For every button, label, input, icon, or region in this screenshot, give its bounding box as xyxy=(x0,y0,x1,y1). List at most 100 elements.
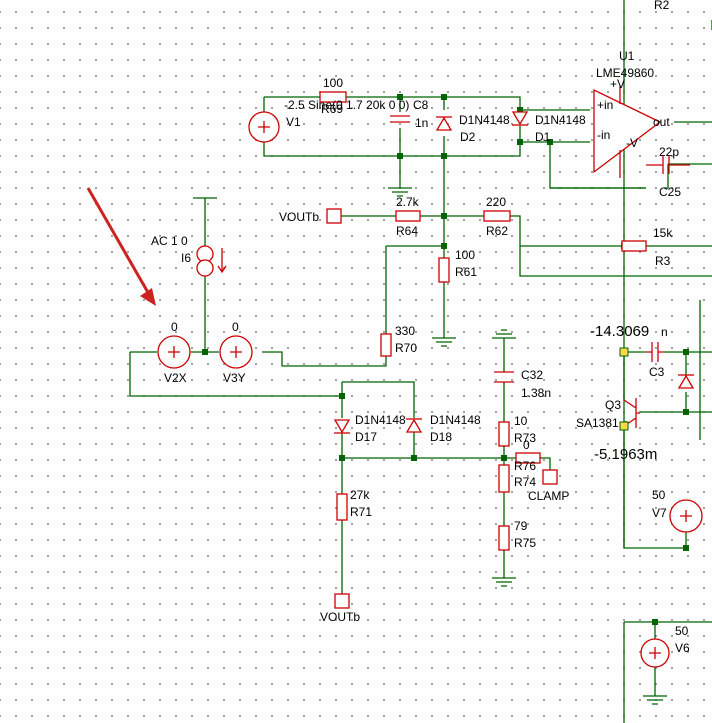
label-v7: V7 xyxy=(652,506,667,520)
label-sa1381: SA1381 xyxy=(576,416,619,430)
label-voutb-bottom: VOUTb xyxy=(320,610,360,624)
label-r75: R75 xyxy=(514,536,536,550)
label-u1: U1 xyxy=(619,49,635,63)
label-d17: D17 xyxy=(355,430,377,444)
resistor-r64[interactable] xyxy=(395,210,421,222)
label-v7-val: 50 xyxy=(652,488,666,502)
resistor-r61[interactable] xyxy=(438,257,450,283)
label-r76: R76 xyxy=(514,459,536,473)
label-r69-val: 100 xyxy=(323,76,343,90)
probe-marker[interactable] xyxy=(619,421,629,431)
label-r3: R3 xyxy=(655,254,671,268)
opamp-u1[interactable] xyxy=(593,86,662,178)
label-d18: D18 xyxy=(430,430,452,444)
label-d1-model: D1N4148 xyxy=(535,113,586,127)
resistor-r73[interactable] xyxy=(498,421,510,447)
label-v6-val: 50 xyxy=(675,624,689,638)
label-c3-partial: n xyxy=(661,325,668,339)
voltage-source-v3y[interactable] xyxy=(219,335,253,369)
ground-symbol xyxy=(432,337,456,347)
label-r61: R61 xyxy=(455,265,477,279)
label-plusv: +V xyxy=(610,77,625,91)
diode-d18[interactable] xyxy=(405,418,423,433)
voltage-source-v2x[interactable] xyxy=(157,335,191,369)
label-d17-model: D1N4148 xyxy=(355,413,406,427)
probe-readout-2: -5.1963m xyxy=(594,446,657,463)
voltage-source-v6[interactable] xyxy=(640,638,670,668)
label-q3: Q3 xyxy=(605,398,621,412)
label-c32-val: 1.38n xyxy=(521,386,551,400)
port-voutb-bottom[interactable] xyxy=(334,593,350,609)
label-ac: AC 1 0 xyxy=(151,234,188,248)
label-r3-val: 15k xyxy=(653,226,673,240)
label-d18-model: D1N4148 xyxy=(430,413,481,427)
label-r74: R74 xyxy=(514,475,536,489)
label-c25-val: 22p xyxy=(659,145,679,159)
probe-readout-1: -14.3069 xyxy=(590,323,649,340)
label-v6: V6 xyxy=(675,641,690,655)
label-r64-val: 2.7k xyxy=(396,195,420,209)
label-minusv: -V xyxy=(626,136,638,150)
label-r64: R64 xyxy=(396,224,418,238)
resistor-r76[interactable] xyxy=(515,452,541,464)
label-r71: R71 xyxy=(350,505,372,519)
label-r70-val: 330 xyxy=(395,324,415,338)
label-r62-val: 220 xyxy=(486,195,506,209)
resistor-r69[interactable] xyxy=(319,91,347,103)
voltage-source-v1[interactable] xyxy=(248,111,280,143)
label-d2: D2 xyxy=(460,130,476,144)
label-v3y: V3Y xyxy=(223,371,246,385)
ground-symbol xyxy=(643,695,667,705)
voltage-source-v7[interactable] xyxy=(669,499,703,533)
label-i6: I6 xyxy=(181,251,191,265)
resistor-r74[interactable] xyxy=(498,464,510,493)
capacitor-c25[interactable] xyxy=(646,156,690,174)
label-r70: R70 xyxy=(395,341,417,355)
ground-symbol xyxy=(492,577,516,587)
probe-marker[interactable] xyxy=(619,347,629,357)
label-r75-val: 79 xyxy=(514,519,528,533)
label-d2-model: D1N4148 xyxy=(459,113,510,127)
label-r73: R73 xyxy=(514,431,536,445)
label-c3: C3 xyxy=(649,365,665,379)
label-v3y-val: 0 xyxy=(232,320,239,334)
current-source-i6[interactable] xyxy=(193,197,227,277)
label-out: out xyxy=(653,115,670,129)
label-r69: R69 xyxy=(321,102,343,116)
resistor-r62[interactable] xyxy=(483,210,511,222)
ground-symbol xyxy=(388,187,412,197)
label-r71-val: 27k xyxy=(350,488,370,502)
label-r73-val: 10 xyxy=(514,414,528,428)
annotation-arrow xyxy=(86,187,156,306)
resistor-r75[interactable] xyxy=(498,525,510,551)
diode-d17[interactable] xyxy=(333,419,351,434)
label-r2: R2 xyxy=(654,0,670,12)
diode-d1[interactable] xyxy=(511,111,529,126)
diode-partial[interactable] xyxy=(677,374,695,389)
label-pin-in: +in xyxy=(597,98,613,112)
port-clamp[interactable] xyxy=(542,469,558,485)
label-v1: V1 xyxy=(286,115,301,129)
diode-d2[interactable] xyxy=(435,116,453,131)
label-lme: LME49860 xyxy=(596,66,654,80)
label-voutb-top: VOUTb xyxy=(279,210,319,224)
resistor-r71[interactable] xyxy=(336,493,348,521)
label-v2x-val: 0 xyxy=(171,320,178,334)
wires xyxy=(129,0,712,723)
label-d1: D1 xyxy=(535,130,551,144)
label-v2x: V2X xyxy=(164,371,187,385)
label-r62: R62 xyxy=(486,224,508,238)
junctions xyxy=(202,94,689,625)
port-voutb-top[interactable] xyxy=(326,208,342,224)
capacitor-c3[interactable] xyxy=(646,342,664,362)
capacitor-c32[interactable] xyxy=(492,329,516,383)
label-v1-spec: -2.5 Sine(0 1.7 20k 0 0) xyxy=(284,98,409,112)
capacitor-c8[interactable] xyxy=(390,115,410,123)
label-c25: C25 xyxy=(659,185,681,199)
label-r61-val: 100 xyxy=(455,248,475,262)
resistor-r70[interactable] xyxy=(380,333,392,357)
resistor-r3[interactable] xyxy=(621,240,647,252)
label-c8: C8 xyxy=(413,98,429,112)
